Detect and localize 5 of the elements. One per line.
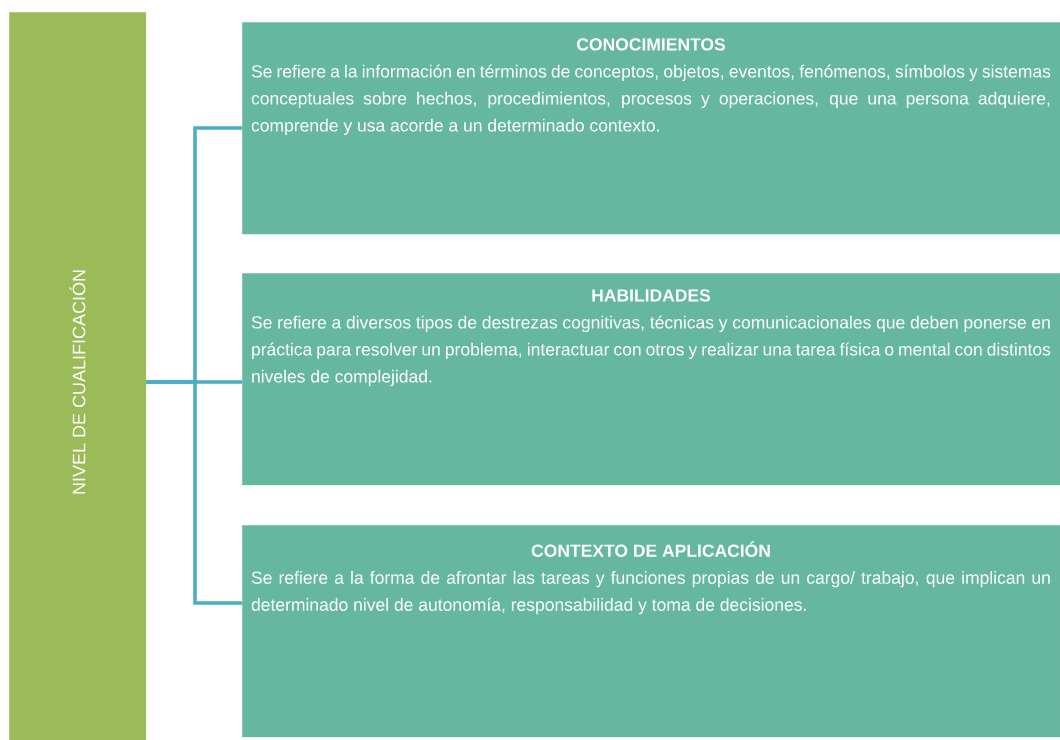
bracket-connector [146, 380, 242, 605]
description-box: HABILIDADES Se refiere a diversos tipos de destrezas cognitivas, técnicas y comunicacionales que deben ponerse en práctica para resolver un problema, interactuar con otros y realizar una tarea física o mental con distintos niveles de complejidad. [242, 273, 1060, 486]
description-box: CONOCIMIENTOS Se refiere a la información en términos de conceptos, objetos, eventos, fenómenos, símbolos y sistemas conceptuales sobre hechos, procedimientos, procesos y operaciones, que una persona adquiere, comprende y usa acorde a un determinado contexto. [242, 22, 1060, 235]
description-box: CONTEXTO DE APLICACIÓN Se refiere a la forma de afrontar las tareas y funciones propias de un cargo/ trabajo, que implican un determinado nivel de autonomía, responsabilidad y toma de decisiones. [242, 525, 1060, 738]
category-box: NIVEL DE CUALIFICACIÓN [9, 12, 147, 740]
